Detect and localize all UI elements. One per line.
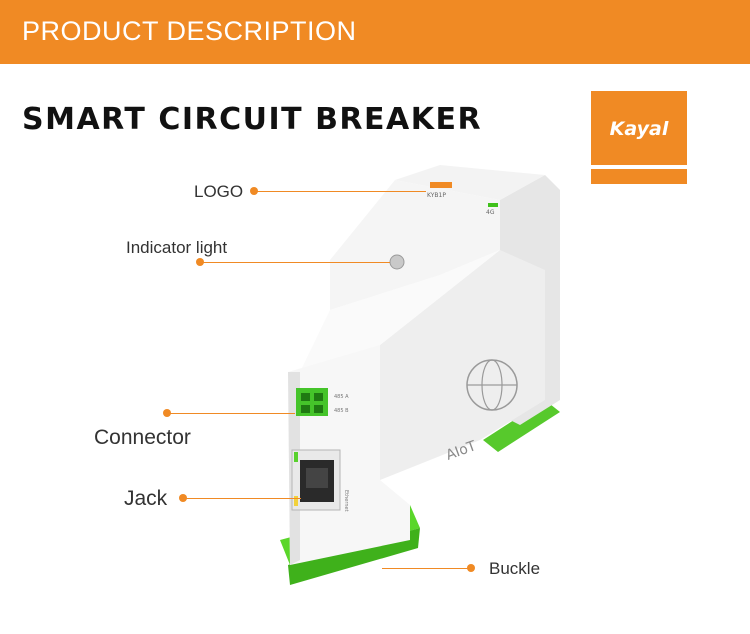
device-logo-mark (430, 182, 452, 188)
bus-label-a: 485 A (334, 394, 349, 400)
callout-logo-line (254, 191, 426, 192)
callout-indicator-label: Indicator light (126, 238, 228, 257)
back-buckle (483, 400, 560, 452)
globe-icon (466, 359, 518, 411)
callout-connector-line (167, 413, 295, 414)
status-led (488, 203, 498, 207)
indicator-light (389, 254, 405, 270)
page-title: SMART CIRCUIT BREAKER (22, 102, 483, 137)
header-banner: PRODUCT DESCRIPTION (0, 0, 750, 64)
brand-logo: Kayal (591, 91, 687, 184)
callout-jack-line (183, 498, 301, 499)
model-text: KYB1P (427, 192, 446, 199)
bus-label-b: 485 B (334, 408, 349, 414)
callout-buckle-dot (467, 564, 475, 572)
callout-buckle-line (382, 568, 470, 569)
brand-logo-text: Kayal (609, 118, 669, 140)
net-text: 4G (486, 209, 495, 216)
jack-led-yellow (294, 496, 298, 506)
callout-logo-label: LOGO (194, 182, 244, 201)
banner-title: PRODUCT DESCRIPTION (22, 16, 357, 46)
callout-jack-label: Jack (124, 487, 168, 510)
callout-connector-label: Connector (94, 426, 191, 449)
terminal-connector (296, 388, 328, 416)
callout-indicator-line (200, 262, 390, 263)
callout-buckle-label: Buckle (489, 559, 541, 578)
jack-led-green (294, 452, 298, 462)
port-label: Ethernet (343, 490, 349, 512)
